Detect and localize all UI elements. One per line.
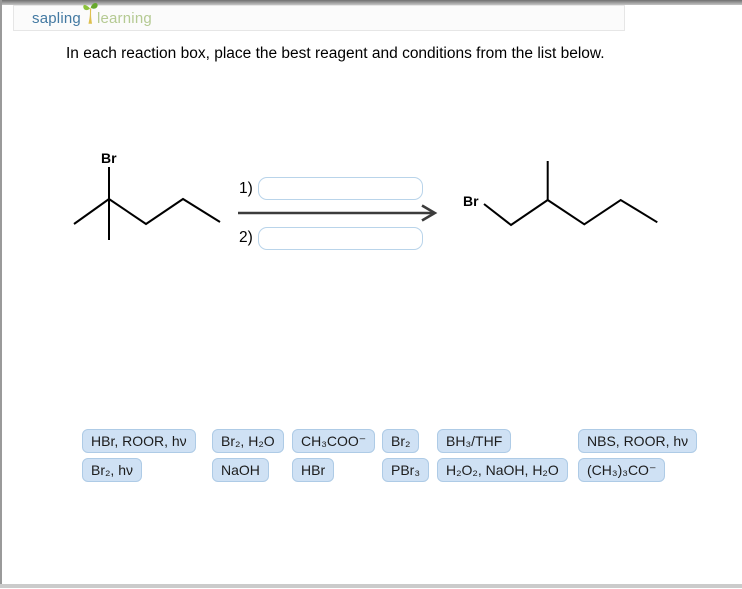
reagent-chip-nbs-roor-hv[interactable]: NBS, ROOR, hν <box>578 429 698 453</box>
logo-text-learning: learning <box>96 9 152 27</box>
reaction-step-1-input[interactable] <box>258 177 423 200</box>
window-top-edge <box>0 0 742 5</box>
reactant-structure <box>73 167 221 240</box>
reactant-br-label: Br <box>101 150 117 166</box>
sapling-learning-logo: sapling learning <box>32 2 152 27</box>
reagent-chip-bh3-thf[interactable]: BH₃/THF <box>437 429 512 453</box>
header-bar: sapling learning <box>13 2 625 31</box>
window-left-edge <box>0 0 2 588</box>
reagent-chip-pbr3[interactable]: PBr₃ <box>382 458 430 482</box>
reagent-chip-naoh[interactable]: NaOH <box>212 458 269 482</box>
reagent-chip-br2-hv[interactable]: Br₂, hν <box>82 458 142 482</box>
question-text: In each reaction box, place the best rea… <box>66 45 605 62</box>
reaction-arrow <box>238 204 438 222</box>
reagent-chip-ch3coo[interactable]: CH₃COO⁻ <box>292 429 376 453</box>
product-br-label: Br <box>463 193 479 209</box>
logo-text-sapling: sapling <box>32 9 81 27</box>
step-2-label: 2) <box>239 229 253 246</box>
reagent-chip-br2-h2o[interactable]: Br₂, H₂O <box>212 429 284 453</box>
window-bottom-edge <box>0 584 742 588</box>
reagent-chip-tbutoxide[interactable]: (CH₃)₃CO⁻ <box>578 458 666 482</box>
reagent-chip-hbr-roor-hv[interactable]: HBr, ROOR, hν <box>82 429 196 453</box>
reaction-step-2-input[interactable] <box>258 227 423 250</box>
step-1-label: 1) <box>239 180 253 197</box>
sapling-tree-icon <box>83 2 98 24</box>
reagent-chip-hbr[interactable]: HBr <box>292 458 335 482</box>
reagent-chip-h2o2-naoh-h2o[interactable]: H₂O₂, NaOH, H₂O <box>437 458 568 482</box>
reaction-scheme: Br Br <box>73 150 658 240</box>
product-structure <box>483 161 658 227</box>
reagent-chip-br2[interactable]: Br₂ <box>382 429 420 453</box>
